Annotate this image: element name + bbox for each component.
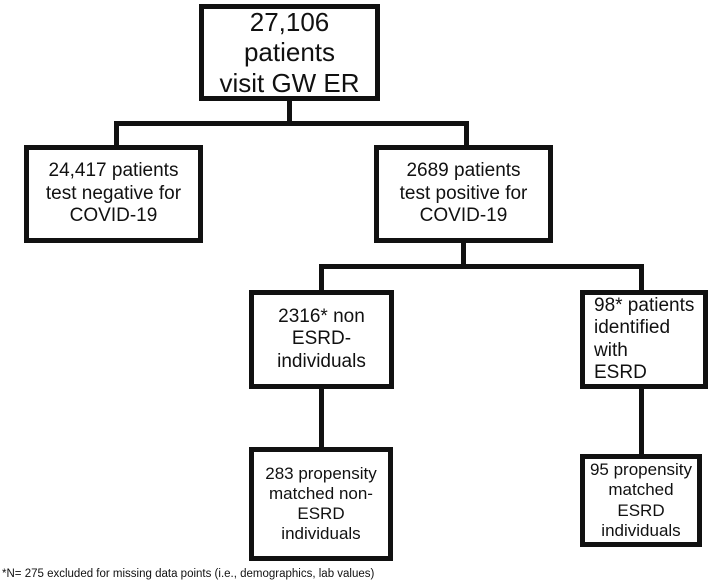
connector-positive-down: [461, 242, 466, 267]
connector-to-negative: [114, 121, 119, 146]
positive-text: 2689 patients test positive for COVID-19: [399, 160, 528, 227]
non-esrd-text: 2316* non ESRD- individuals: [277, 305, 366, 372]
matched-non-esrd-text: 283 propensity matched non- ESRD individ…: [265, 463, 377, 544]
esrd-box: 98* patients identified with ESRD: [580, 290, 708, 389]
non-esrd-box: 2316* non ESRD- individuals: [249, 290, 394, 389]
matched-non-esrd-box: 283 propensity matched non- ESRD individ…: [249, 447, 393, 561]
connector-root-down: [287, 100, 292, 124]
connector-to-non-esrd: [319, 264, 324, 291]
connector-esrd-to-matched: [639, 388, 644, 455]
connector-non-esrd-to-matched: [319, 388, 324, 448]
connector-level1-horizontal: [114, 121, 469, 126]
root-box: 27,106 patients visit GW ER: [199, 4, 380, 101]
negative-box: 24,417 patients test negative for COVID-…: [24, 145, 203, 243]
connector-to-positive: [464, 121, 469, 146]
negative-text: 24,417 patients test negative for COVID-…: [45, 160, 182, 227]
connector-level2-horizontal: [319, 264, 644, 269]
root-text: 27,106 patients visit GW ER: [219, 6, 360, 98]
connector-to-esrd: [639, 264, 644, 291]
positive-box: 2689 patients test positive for COVID-19: [374, 145, 553, 243]
matched-esrd-box: 95 propensity matched ESRD individuals: [580, 454, 702, 547]
matched-esrd-text: 95 propensity matched ESRD individuals: [589, 460, 693, 540]
esrd-text: 98* patients identified with ESRD: [594, 294, 695, 383]
footnote: *N= 275 excluded for missing data points…: [2, 568, 375, 580]
